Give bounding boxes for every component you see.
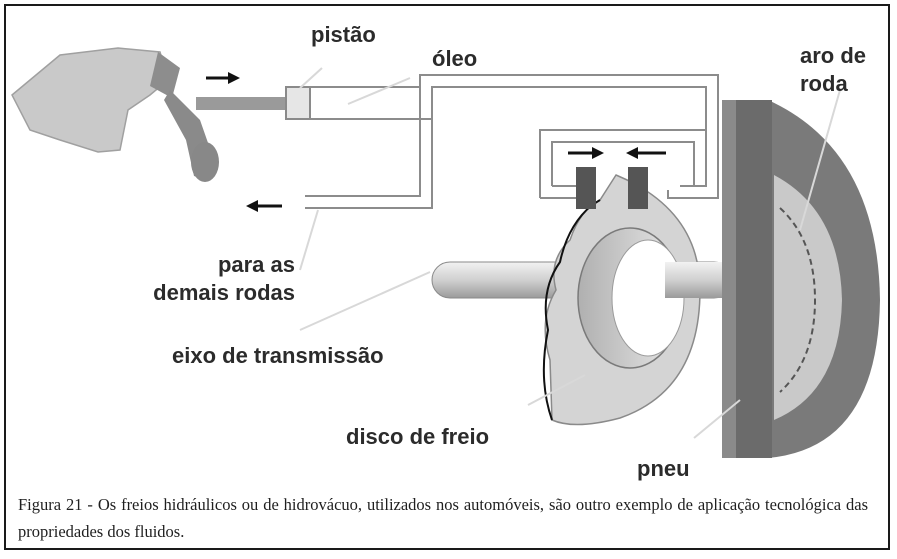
caliper-arrow-left-icon bbox=[626, 147, 666, 159]
leader-lines bbox=[299, 67, 841, 439]
caption-area bbox=[6, 481, 888, 548]
brake-pad-left bbox=[576, 167, 596, 209]
arrow-right-icon bbox=[206, 72, 240, 84]
caliper-arrow-right-icon bbox=[568, 147, 604, 159]
piston-block bbox=[285, 86, 311, 120]
brake-pedal-icon bbox=[150, 52, 219, 182]
brake-pad-right bbox=[628, 167, 648, 209]
label-oil: óleo bbox=[432, 46, 478, 71]
foot-icon bbox=[11, 47, 169, 153]
hydraulic-line bbox=[305, 74, 719, 209]
brake-disc-shape bbox=[542, 174, 725, 426]
label-tire: pneu bbox=[637, 456, 690, 481]
label-piston: pistão bbox=[311, 22, 376, 47]
label-brake-disc: disco de freio bbox=[346, 424, 490, 449]
push-rod bbox=[196, 97, 286, 110]
label-wheel-rim: aro de roda bbox=[800, 43, 867, 96]
label-drive-shaft: eixo de transmissão bbox=[172, 343, 384, 368]
label-to-other-wheels: para as demais rodas bbox=[153, 252, 295, 305]
figure-caption: Figura 21 - Os freios hidráulicos ou de … bbox=[18, 495, 868, 541]
wheel-shape bbox=[722, 100, 880, 458]
arrow-left-icon bbox=[246, 200, 282, 212]
